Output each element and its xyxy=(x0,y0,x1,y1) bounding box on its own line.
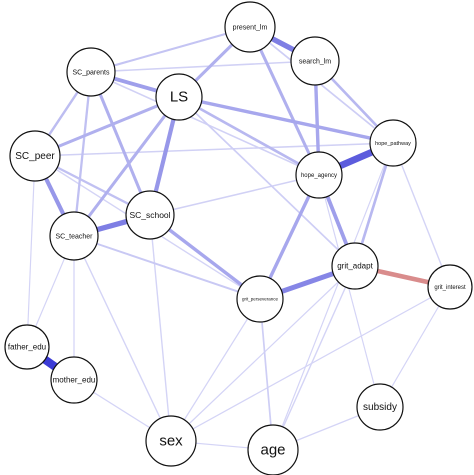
node-SC_parents[interactable]: SC_parents xyxy=(66,47,116,97)
edge-LS-hope_agency xyxy=(177,95,321,177)
node-circle xyxy=(145,415,197,467)
node-mother_edu[interactable]: mother_edu xyxy=(50,356,98,404)
edge-SC_school-sex xyxy=(149,214,172,442)
edge-LS-SC_peer xyxy=(33,95,181,158)
node-label: SC_school xyxy=(129,210,170,220)
edge-SC_peer-hope_pathway xyxy=(34,142,394,157)
edge-father_edu-SC_peer xyxy=(26,155,36,348)
node-label: grit_perseverance xyxy=(242,297,279,302)
node-circle xyxy=(356,383,404,431)
node-present_lm[interactable]: present_lm xyxy=(224,1,276,53)
edge-SC_teacher-grit_perseverance xyxy=(73,235,261,300)
edge-SC_teacher-sex xyxy=(73,235,172,442)
node-hope_agency[interactable]: hope_agency xyxy=(295,151,343,199)
node-circle xyxy=(236,275,284,323)
node-hope_pathway[interactable]: hope_pathway xyxy=(369,119,417,167)
node-label: hope_pathway xyxy=(375,141,411,147)
nodes-layer: present_lmsearch_lmSC_parentsLSSC_peerho… xyxy=(4,1,473,475)
node-father_edu[interactable]: father_edu xyxy=(4,324,50,370)
node-sex[interactable]: sex xyxy=(145,415,197,467)
node-circle xyxy=(66,47,116,97)
node-label: mother_edu xyxy=(53,376,96,385)
edge-LS-SC_teacher xyxy=(72,95,181,238)
node-circle xyxy=(290,36,340,86)
node-grit_perseverance[interactable]: grit_perseverance xyxy=(236,275,284,323)
node-circle xyxy=(9,130,61,182)
node-label: hope_agency xyxy=(301,173,337,179)
node-label: search_lm xyxy=(299,58,331,65)
node-label: sex xyxy=(159,432,183,449)
node-circle xyxy=(125,190,175,240)
node-circle xyxy=(224,1,276,53)
edge-grit_interest-sex xyxy=(170,286,451,442)
edge-SC_parents-SC_teacher xyxy=(72,70,93,238)
edge-grit_perseverance-sex xyxy=(170,298,261,442)
node-label: SC_teacher xyxy=(56,233,94,240)
node-SC_school[interactable]: SC_school xyxy=(125,190,175,240)
node-label: subsidy xyxy=(363,402,397,413)
edge-present_lm-hope_agency xyxy=(248,25,321,177)
node-grit_interest[interactable]: grit_interest xyxy=(427,264,473,310)
node-label: present_lm xyxy=(233,24,268,31)
node-label: father_edu xyxy=(8,343,46,352)
edge-grit_adapt-age xyxy=(272,265,356,451)
node-circle xyxy=(331,242,379,290)
edge-SC_school-hope_agency xyxy=(149,174,320,216)
edge-grit_adapt-sex xyxy=(170,265,356,442)
edge-hope_pathway-grit_interest xyxy=(392,142,451,288)
node-circle xyxy=(247,424,299,475)
node-search_lm[interactable]: search_lm xyxy=(290,36,340,86)
node-circle xyxy=(295,151,343,199)
edge-LS-grit_adapt xyxy=(178,96,356,267)
node-label: age xyxy=(260,441,285,458)
node-circle xyxy=(50,356,98,404)
node-label: grit_adapt xyxy=(337,262,373,271)
node-label: grit_interest xyxy=(434,285,466,291)
node-age[interactable]: age xyxy=(247,424,299,475)
node-circle xyxy=(427,264,473,310)
node-circle xyxy=(4,324,50,370)
node-subsidy[interactable]: subsidy xyxy=(356,383,404,431)
edge-present_lm-hope_pathway xyxy=(249,26,394,144)
edge-present_lm-SC_parents xyxy=(89,25,252,74)
node-circle xyxy=(49,211,99,261)
node-label: SC_parents xyxy=(73,69,110,76)
node-circle xyxy=(369,119,417,167)
node-grit_adapt[interactable]: grit_adapt xyxy=(331,242,379,290)
node-label: SC_peer xyxy=(15,151,55,162)
node-SC_peer[interactable]: SC_peer xyxy=(9,130,61,182)
node-label: LS xyxy=(170,88,188,105)
edge-SC_parents-hope_agency xyxy=(90,71,320,176)
edge-SC_parents-SC_school xyxy=(89,70,152,217)
node-circle xyxy=(155,73,203,121)
node-SC_teacher[interactable]: SC_teacher xyxy=(49,211,99,261)
edge-LS-hope_pathway xyxy=(177,95,395,145)
node-LS[interactable]: LS xyxy=(155,73,203,121)
edge-hope_agency-subsidy xyxy=(318,174,381,408)
edge-search_lm-SC_parents xyxy=(90,60,316,73)
edge-hope_pathway-age xyxy=(272,142,394,451)
